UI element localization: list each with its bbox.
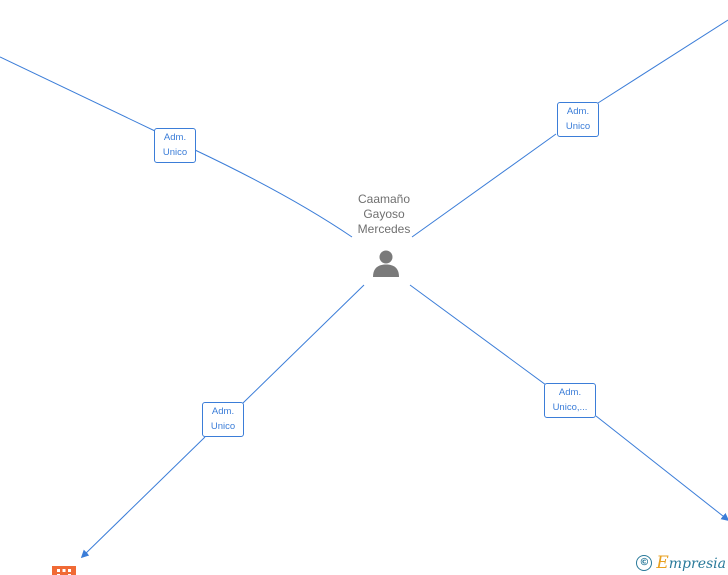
copyright-icon: © — [636, 555, 653, 571]
edge-top-left[interactable] — [0, 56, 353, 238]
role-label-line: Unico — [162, 147, 188, 158]
role-label-line: Adm. — [211, 406, 235, 417]
brand-logo-text: mpresia — [668, 556, 726, 572]
role-label-line: Adm. — [566, 106, 590, 117]
brand-logo: Empresia — [656, 553, 726, 573]
person-name-line-1: Caamaño — [357, 192, 411, 206]
role-label-bottom-right[interactable]: Adm. Unico,... — [544, 383, 596, 418]
role-label-line: Adm. — [163, 132, 187, 143]
edge-top-right[interactable] — [411, 19, 728, 238]
empresia-watermark[interactable]: © Empresia — [636, 553, 726, 573]
building-icon[interactable] — [52, 566, 76, 575]
person-name-line-2: Gayoso — [363, 207, 405, 221]
person-name-line-3: Mercedes — [357, 222, 411, 236]
person-icon[interactable] — [371, 248, 401, 278]
edge-bottom-left[interactable] — [82, 284, 365, 557]
role-label-line: Unico,... — [552, 402, 588, 413]
brand-logo-initial: E — [656, 553, 669, 573]
role-label-top-left[interactable]: Adm. Unico — [154, 128, 196, 163]
person-name[interactable]: Caamaño Gayoso Mercedes — [344, 192, 424, 237]
edge-bottom-right[interactable] — [409, 284, 728, 520]
role-label-line: Unico — [210, 421, 236, 432]
role-label-line: Unico — [565, 121, 591, 132]
role-label-line: Adm. — [558, 387, 582, 398]
role-label-bottom-left[interactable]: Adm. Unico — [202, 402, 244, 437]
role-label-top-right[interactable]: Adm. Unico — [557, 102, 599, 137]
